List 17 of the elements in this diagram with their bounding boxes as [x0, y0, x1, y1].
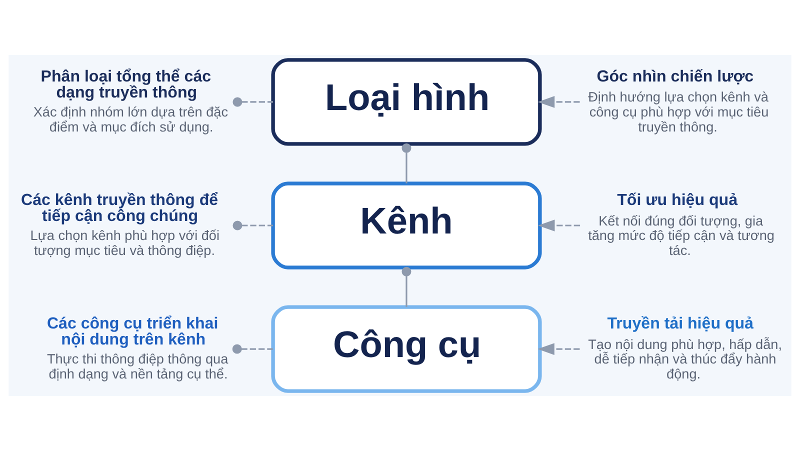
node-box: Công cụ	[271, 304, 542, 392]
connector	[232, 220, 274, 230]
arrow	[538, 219, 580, 231]
connector	[402, 266, 412, 306]
node-text: Các công cụ triển khai nội dung trên kênh Thực thi thông điệp thông qua định dạng và nền tảng cụ thể.	[46, 314, 228, 381]
arrow	[538, 342, 580, 354]
node-text: Truyền tải hiệu quả Tạo nội dung phù hợp, hấp dẫn, dễ tiếp nhận và thúc đẩy hành động.	[588, 314, 782, 381]
node-text: Các kênh truyền thông để tiếp cận công chúng Lựa chọn kênh phù hợp với đối tượng mục tiêu và thông điệp.	[21, 190, 220, 258]
arrow	[538, 96, 580, 108]
node-text: Tối ưu hiệu quả Kết nối đúng đối tượng, gia tăng mức độ tiếp cận và tương tác.	[588, 190, 774, 258]
node-text: Góc nhìn chiến lược Định hướng lựa chọn kênh và công cụ phù hợp với mục tiêu truyền thông.	[588, 66, 769, 134]
node-text: Phân loại tổng thể các dạng truyền thông Xác định nhóm lớn dựa trên đặc điểm và mục đích sử dụng.	[33, 66, 228, 134]
connector	[232, 344, 273, 354]
connector	[402, 142, 412, 183]
node-box: Loại hình	[271, 58, 542, 146]
node-box: Kênh	[271, 181, 542, 269]
connector	[232, 96, 274, 106]
